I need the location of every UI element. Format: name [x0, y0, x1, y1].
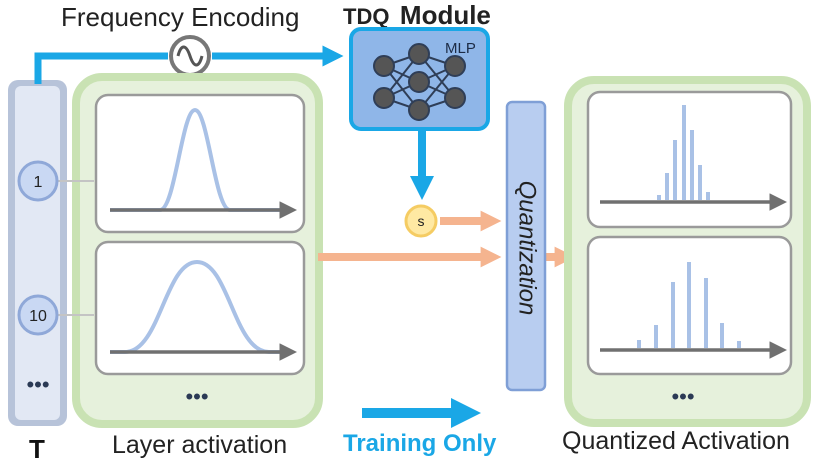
quantized-ellipsis: ••• [671, 384, 694, 409]
timestep-bar-inner [15, 86, 60, 420]
quantized-bars-wide [637, 262, 741, 348]
quantized-activation-plot-2 [586, 235, 793, 376]
module-label: Module [400, 0, 491, 30]
layer-activation-plot-2 [94, 240, 306, 376]
frequency-path [34, 52, 168, 84]
tdq-label: TDQ [343, 4, 389, 29]
wide-gaussian-curve [110, 259, 282, 354]
mlp-label: MLP [445, 40, 476, 57]
layer-activation-plot-1 [94, 93, 306, 234]
narrow-gaussian-curve [110, 107, 280, 212]
layer-activation-label: Layer activation [112, 431, 287, 459]
svg-text:10: 10 [29, 308, 47, 325]
timestep-axis-label: T [29, 434, 45, 463]
timestep-node-1: 1 [17, 160, 59, 202]
layer-ellipsis: ••• [185, 384, 208, 409]
frequency-encoding-label: Frequency Encoding [61, 2, 299, 32]
quantized-bars-narrow [657, 105, 710, 200]
neural-network-icon [373, 43, 466, 121]
timestep-ellipsis: ••• [26, 372, 49, 397]
quantization-label: Quantization [514, 181, 541, 316]
timestep-node-10: 10 [17, 294, 59, 336]
tdq-module-label: TDQ Module [343, 0, 491, 30]
training-only-label: Training Only [343, 430, 497, 457]
quantization-box [505, 100, 547, 392]
quantized-activation-label: Quantized Activation [562, 427, 790, 455]
svg-text:1: 1 [34, 174, 43, 191]
quantized-activation-plot-1 [586, 90, 793, 229]
sine-wave-icon [169, 35, 211, 77]
scale-node: s [404, 204, 438, 238]
svg-text:s: s [418, 213, 425, 229]
